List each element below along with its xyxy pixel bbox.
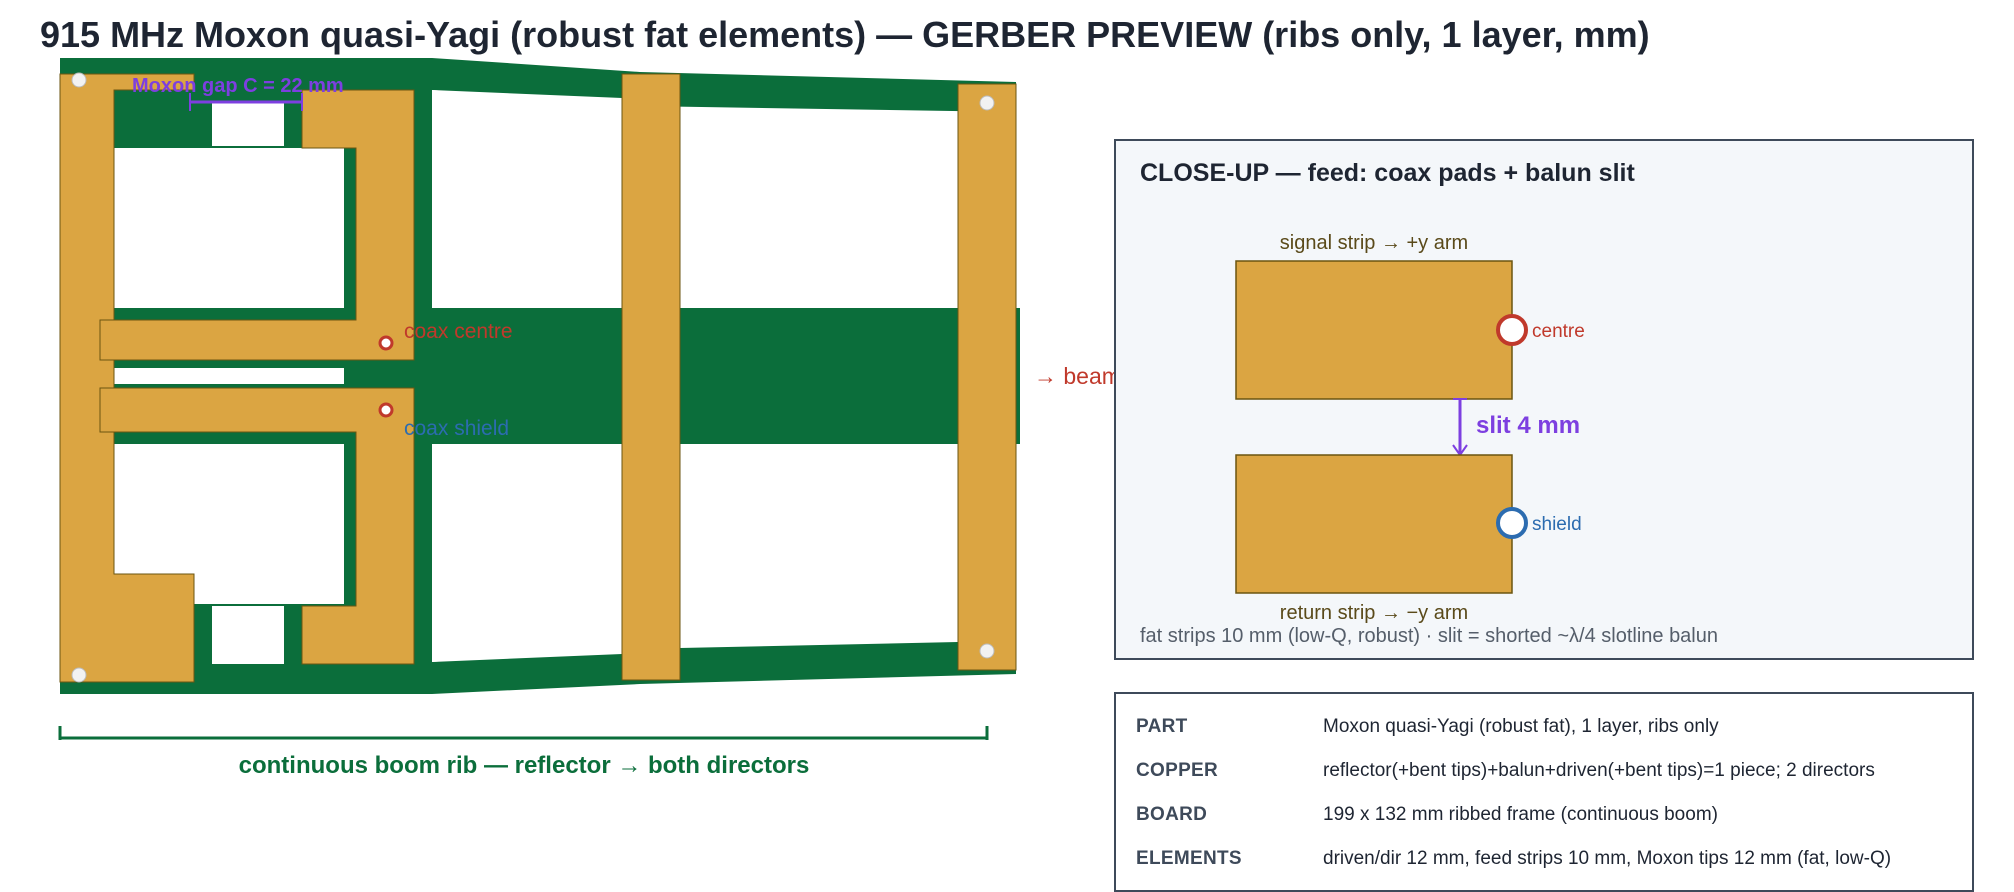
spec-value: Moxon quasi-Yagi (robust fat), 1 layer, … <box>1323 716 1719 737</box>
spec-key: COPPER <box>1136 760 1219 781</box>
slit-dimension: slit 4 mm <box>1452 398 1580 457</box>
centre-pad-label: centre <box>1532 321 1585 342</box>
board-cutout <box>212 102 284 146</box>
board-cutout <box>432 90 622 308</box>
copper-layer <box>59 73 1017 683</box>
slit-label: slit 4 mm <box>1476 412 1580 439</box>
board-cutout <box>114 368 344 384</box>
spec-key: BOARD <box>1136 804 1208 825</box>
mounting-hole <box>979 643 995 659</box>
shield-pad-label: shield <box>1532 514 1582 535</box>
spec-value: 199 x 132 mm ribbed frame (continuous bo… <box>1323 804 1718 825</box>
moxon-gap-label: Moxon gap C = 22 mm <box>132 75 344 97</box>
board-cutout <box>114 148 344 308</box>
board-cutout <box>680 444 958 648</box>
spec-key: ELEMENTS <box>1136 848 1242 869</box>
mounting-hole <box>71 667 87 683</box>
boom-rib-label: continuous boom rib — reflector → both d… <box>239 752 810 779</box>
return-strip-label: return strip → −y arm <box>1280 602 1468 624</box>
driven-element-top <box>99 89 415 361</box>
spec-value: driven/dir 12 mm, feed strips 10 mm, Mox… <box>1323 848 1892 869</box>
board-cutout <box>432 444 622 662</box>
board-cutout <box>680 108 958 308</box>
mounting-hole <box>979 95 995 111</box>
signal-strip-label: signal strip → +y arm <box>1280 232 1468 254</box>
spec-table: PART Moxon quasi-Yagi (robust fat), 1 la… <box>1114 692 1974 892</box>
board-frame <box>60 58 1020 694</box>
shield-pad <box>1496 507 1528 539</box>
signal-strip <box>1235 260 1513 400</box>
page-title: 915 MHz Moxon quasi-Yagi (robust fat ele… <box>40 14 1650 55</box>
boom-rib-bracket: continuous boom rib — reflector → both d… <box>58 726 989 779</box>
boom-rib <box>420 308 1020 444</box>
spec-key: PART <box>1136 716 1188 737</box>
spec-row: PART Moxon quasi-Yagi (robust fat), 1 la… <box>1136 716 1956 746</box>
moxon-gap-dimension: Moxon gap C = 22 mm <box>132 75 344 111</box>
centre-pad <box>1496 314 1528 346</box>
coax-centre-pad <box>378 335 394 351</box>
reflector-element <box>59 73 195 683</box>
spec-row: BOARD 199 x 132 mm ribbed frame (continu… <box>1136 804 1956 834</box>
coax-shield-pad <box>378 402 394 418</box>
director-1 <box>621 73 681 681</box>
beam-direction-label: → beam <box>1034 363 1121 389</box>
feed-closeup-panel: CLOSE-UP — feed: coax pads + balun slit … <box>1114 139 1974 660</box>
closeup-note: fat strips 10 mm (low-Q, robust) · slit … <box>1140 625 1718 647</box>
mounting-hole <box>71 72 87 88</box>
director-2 <box>957 83 1017 671</box>
board-cutout <box>212 606 284 664</box>
coax-centre-label: coax centre <box>404 320 513 343</box>
spec-value: reflector(+bent tips)+balun+driven(+bent… <box>1323 760 1875 781</box>
spec-row: ELEMENTS driven/dir 12 mm, feed strips 1… <box>1136 848 1956 878</box>
return-strip <box>1235 454 1513 594</box>
coax-shield-label: coax shield <box>404 417 509 440</box>
spec-row: COPPER reflector(+bent tips)+balun+drive… <box>1136 760 1956 790</box>
closeup-title: CLOSE-UP — feed: coax pads + balun slit <box>1140 159 1635 187</box>
closeup-diagram: signal strip → +y arm centre slit 4 mm s… <box>1140 232 1718 647</box>
